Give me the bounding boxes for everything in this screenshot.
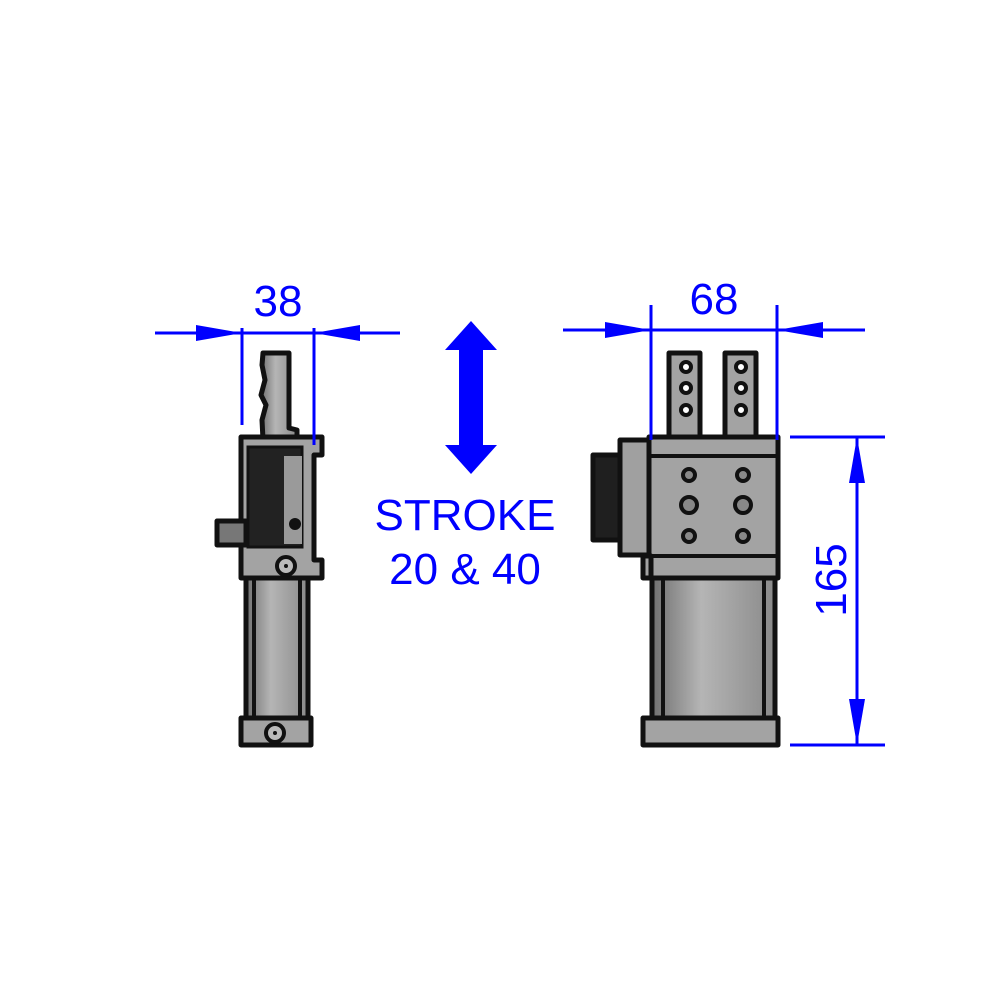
arrow-icon: [605, 322, 651, 338]
arrow-icon: [777, 322, 823, 338]
connector: [214, 518, 249, 548]
end-cap: [640, 715, 781, 748]
arrow-icon: [314, 325, 360, 341]
screw-icon: [289, 518, 301, 530]
dimension-165: 165: [807, 543, 856, 616]
stroke-label: STROKE: [375, 491, 556, 540]
front-view: [590, 350, 781, 748]
dimension-lines: [155, 305, 885, 747]
arrow-icon: [849, 699, 865, 745]
dimension-68: 68: [690, 275, 739, 324]
arrow-icon: [196, 325, 242, 341]
stroke-values: 20 & 40: [389, 545, 541, 594]
piston-rod: [258, 350, 300, 443]
mounting-holes: [679, 467, 753, 544]
double-arrow-icon: [445, 321, 497, 474]
arrow-icon: [849, 437, 865, 483]
dimension-38: 38: [254, 277, 303, 326]
cylinder-tube: [649, 575, 778, 723]
side-view: [214, 350, 325, 748]
